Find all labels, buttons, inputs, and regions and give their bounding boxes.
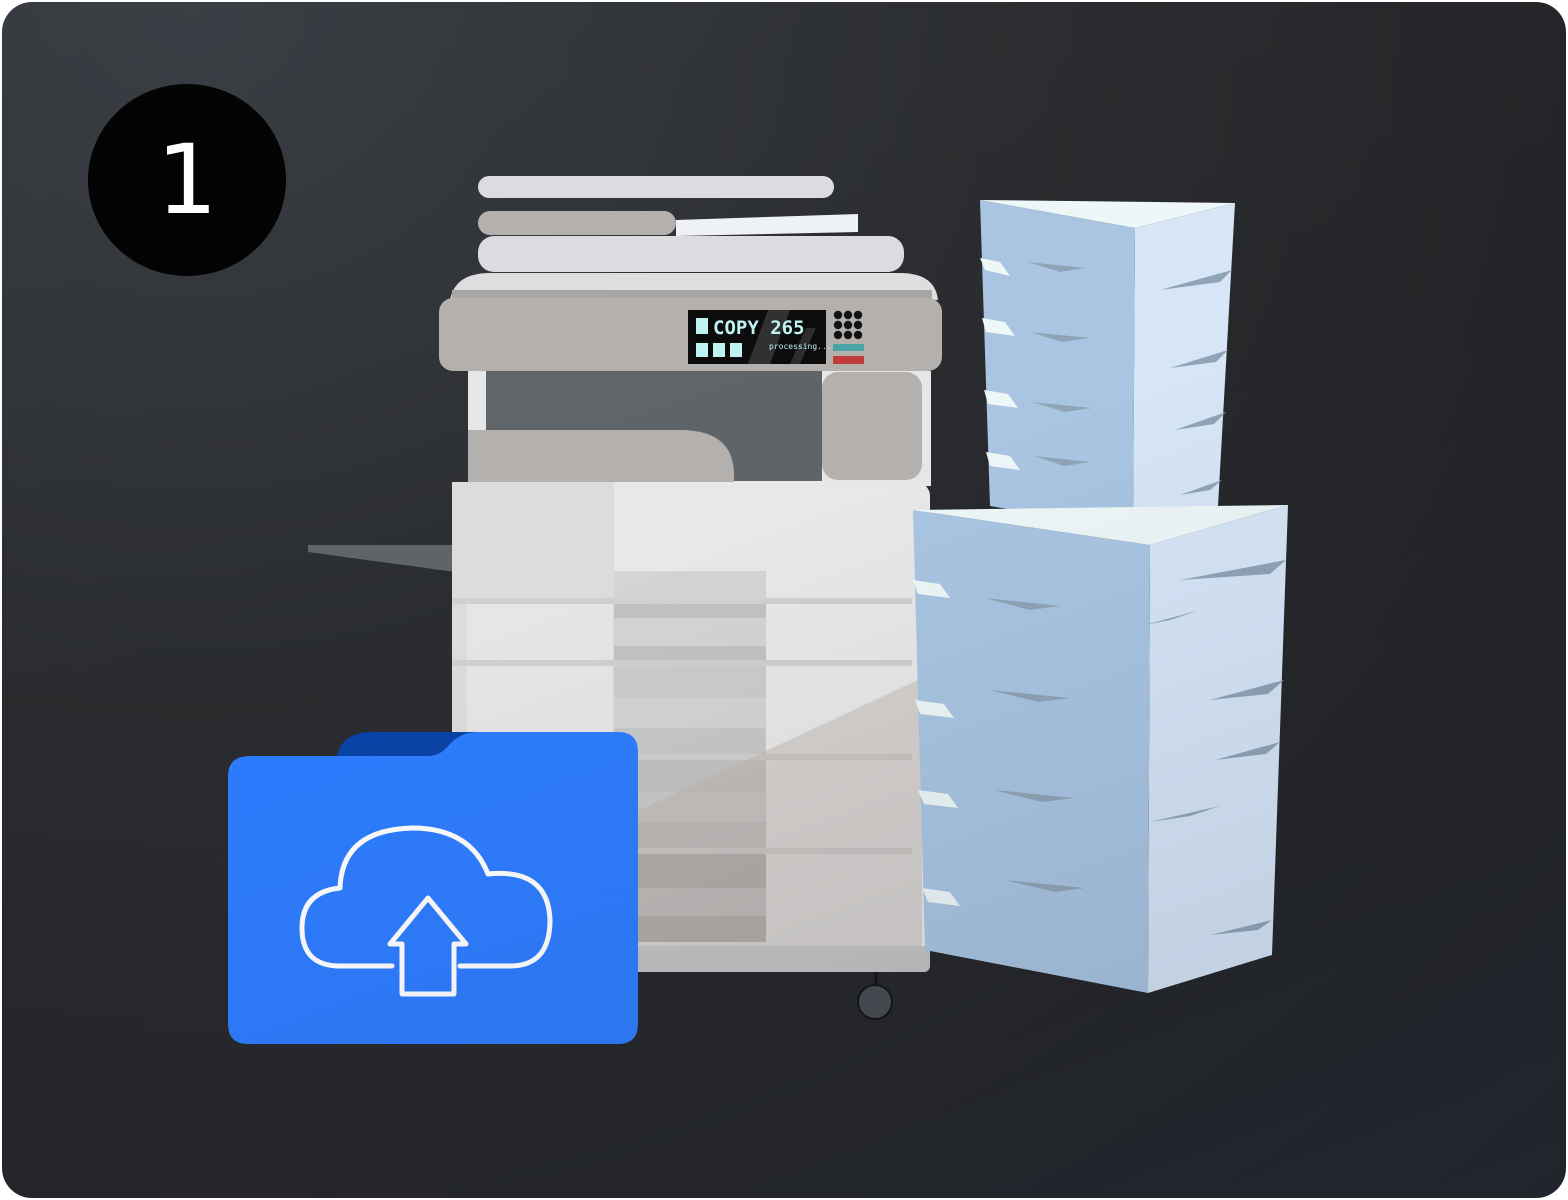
folder-icon [228,732,638,1044]
copier-feeder-tray [478,211,676,235]
copier-side-panel [822,372,922,480]
lcd-title: COPY 265 [713,317,805,339]
step-number-badge: 1 [88,84,286,276]
paper-stack-illustration [913,200,1288,993]
copier-output-tray [308,545,455,572]
copier-status-light-red [833,356,864,364]
copier-feeder-base [478,236,904,272]
cloud-upload-icon [299,825,553,997]
paper-stack-bottom-side [1148,505,1288,993]
copier-status-light-teal [833,344,864,351]
copier-feeder-top [478,176,834,198]
copier-wheel [857,984,893,1020]
lcd-status: processing... [769,342,832,351]
paper-stack-bottom-front [913,510,1150,993]
copier-output-shelf [468,430,734,482]
folder-body [228,732,638,1044]
paper-stack-top-side [1133,203,1235,530]
paper-stack-top-front [980,200,1135,530]
copier-paper-drawers [614,571,766,942]
copier-keypad [833,310,863,340]
